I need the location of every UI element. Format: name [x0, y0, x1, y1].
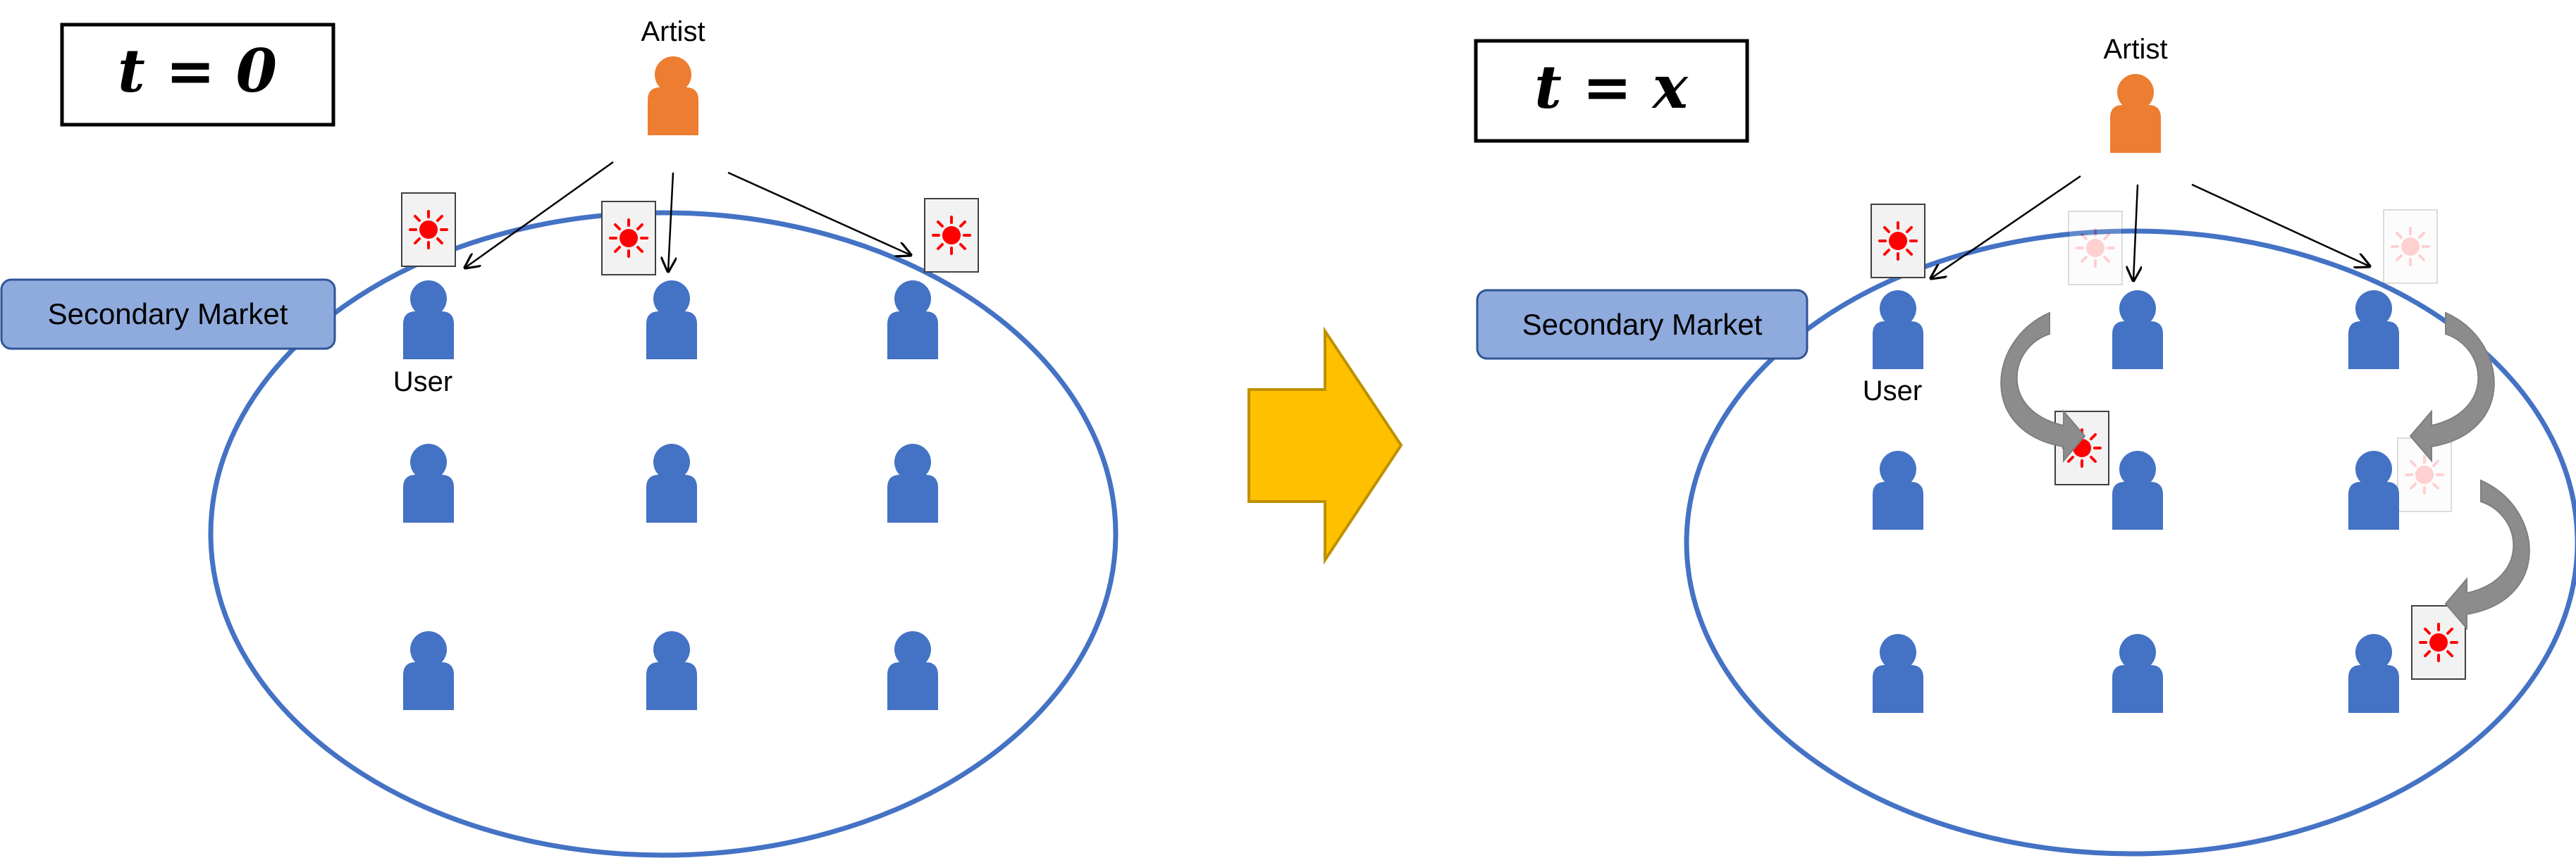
user-person-icon [646, 444, 697, 523]
user-person-icon [2112, 634, 2163, 713]
transfer-curved-arrow-icon [2000, 312, 2085, 461]
mint-arrow [1931, 175, 2081, 278]
artist-label: Artist [641, 16, 705, 47]
mint-arrow [2133, 184, 2138, 280]
time-label: t = x [1534, 52, 1689, 122]
nft-token-sun-icon [1870, 203, 1926, 279]
artist-person-icon [2110, 74, 2161, 153]
user-person-icon [1873, 634, 1923, 713]
secondary-market-box [1476, 289, 1808, 360]
user-person-icon [887, 444, 938, 523]
secondary-market-label: Secondary Market [1522, 308, 1763, 341]
user-person-icon [403, 631, 454, 710]
user-grid [1873, 290, 2399, 713]
time-label-box [60, 23, 335, 127]
transfer-curved-arrow-icon [2445, 480, 2530, 629]
faded-nft-token-sun-icon [2382, 209, 2439, 285]
user-label: User [393, 366, 452, 397]
user-grid [403, 280, 938, 710]
secondary-market-box [0, 278, 336, 350]
right-panel: t = x Artist Secondary Market [1474, 34, 2576, 857]
secondary-market-label: Secondary Market [48, 297, 288, 330]
user-person-icon [2348, 634, 2399, 713]
mint-arrow [2191, 183, 2369, 266]
user-person-icon [887, 280, 938, 359]
user-person-icon [887, 631, 938, 710]
user-person-icon [2112, 451, 2163, 530]
secondary-market-ellipse [208, 210, 1118, 858]
user-person-icon [2348, 290, 2399, 369]
mint-arrow [727, 171, 911, 255]
user-person-icon [1873, 451, 1923, 530]
user-person-icon [403, 280, 454, 359]
user-label: User [1863, 375, 1922, 406]
user-person-icon [403, 444, 454, 523]
transfer-curved-arrow-icon [2410, 312, 2495, 461]
time-label-box [1474, 39, 1749, 143]
user-person-icon [2112, 290, 2163, 369]
user-person-icon [2348, 451, 2399, 530]
mint-arrow [465, 161, 614, 268]
user-person-icon [646, 280, 697, 359]
artist-label: Artist [2103, 34, 2167, 65]
nft-token-sun-icon [923, 197, 980, 273]
right-arrow-icon [1247, 326, 1403, 565]
left-panel: t = 0 Artist Secondary Market User [0, 16, 1118, 858]
artist-person-icon [648, 56, 698, 135]
nft-token-sun-icon [600, 200, 657, 276]
secondary-market-ellipse [1684, 228, 2576, 857]
user-person-icon [646, 631, 697, 710]
faded-nft-token-sun-icon [2067, 210, 2124, 286]
nft-token-sun-icon [400, 192, 457, 268]
time-label: t = 0 [118, 36, 277, 106]
mint-arrow [668, 172, 673, 271]
user-person-icon [1873, 290, 1923, 369]
